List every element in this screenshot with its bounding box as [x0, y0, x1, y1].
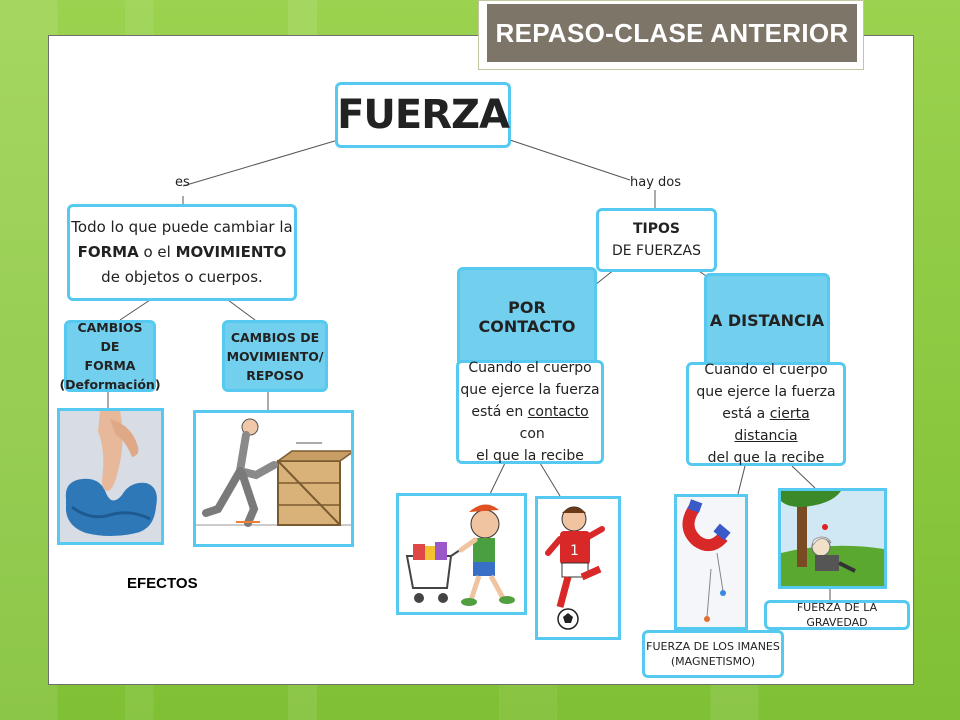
root-concept-text: FUERZA — [337, 92, 510, 138]
magnet-caption-box: FUERZA DE LOS IMANES (MAGNETISMO) — [642, 630, 784, 678]
contact-line-2: que ejerce la fuerza — [460, 382, 600, 398]
distance-line-3: está a cierta distancia — [689, 403, 843, 447]
effects-label: EFECTOS — [127, 575, 198, 592]
contact-line-3: está en contacto con — [459, 401, 601, 445]
contact-title: POR CONTACTO — [478, 298, 576, 336]
effect-shape-box: CAMBIOS DE FORMA (Deformación) — [59, 320, 161, 392]
effect-motion-line-3: REPOSO — [246, 367, 304, 383]
gravity-apple-tree-illustration — [781, 491, 884, 586]
link-label-hay-dos: hay dos — [630, 175, 682, 190]
effect-shape-line-2: FORMA — [84, 358, 136, 373]
gravity-caption-box: FUERZA DE LA GRAVEDAD — [764, 600, 910, 630]
cart-push-illustration — [399, 496, 524, 612]
distance-line-3-pre: está a — [722, 406, 770, 422]
magnet-illustration — [677, 497, 745, 627]
contact-line-4: el que la recibe — [476, 448, 584, 464]
distance-box: A DISTANCIA — [704, 273, 830, 367]
football-kick-image: 1 — [535, 496, 621, 640]
definition-forma: FORMA — [77, 243, 139, 261]
distance-description-box: Cuando el cuerpo que ejerce la fuerza es… — [686, 362, 846, 466]
pushing-crate-illustration — [196, 413, 351, 544]
distance-title: A DISTANCIA — [709, 310, 825, 330]
contact-description-box: Cuando el cuerpo que ejerce la fuerza es… — [456, 360, 604, 464]
distance-line-1: Cuando el cuerpo — [704, 362, 828, 378]
football-kick-illustration: 1 — [538, 499, 618, 637]
types-box: TIPOS DE FUERZAS — [596, 208, 717, 272]
root-concept-box: FUERZA — [335, 82, 511, 148]
sponge-deformation-image — [57, 408, 164, 545]
gravity-caption-text: FUERZA DE LA GRAVEDAD — [796, 601, 878, 629]
cart-push-image — [396, 493, 527, 615]
distance-line-3-underlined: cierta distancia — [734, 406, 810, 444]
magnet-caption-line-2: (MAGNETISMO) — [670, 655, 756, 668]
effect-motion-line-1: CAMBIOS DE — [230, 329, 320, 345]
contact-line-3-underlined: contacto — [527, 404, 589, 420]
gravity-apple-tree-image — [778, 488, 887, 589]
contact-line-3-pre: está en — [471, 404, 528, 420]
pushing-crate-image — [193, 410, 354, 547]
slide-title: REPASO-CLASE ANTERIOR — [487, 4, 857, 62]
effect-motion-box: CAMBIOS DE MOVIMIENTO/ REPOSO — [222, 320, 328, 392]
contact-line-3-post: con — [515, 426, 545, 442]
types-line-2: DE FUERZAS — [611, 243, 701, 259]
distance-line-4: del que la recibe — [707, 450, 825, 466]
definition-line-2: FORMA o el MOVIMIENTO — [78, 240, 287, 265]
definition-line-1: Todo lo que puede cambiar la — [71, 218, 293, 236]
svg-text:1: 1 — [570, 543, 579, 559]
sponge-finger-illustration — [60, 411, 161, 542]
definition-movimiento: MOVIMIENTO — [175, 243, 287, 261]
definition-o-el: o el — [138, 243, 176, 261]
distance-line-2: que ejerce la fuerza — [696, 384, 836, 400]
definition-line-3: de objetos o cuerpos. — [101, 268, 263, 286]
contact-box: POR CONTACTO — [457, 267, 597, 367]
effect-shape-line-1: CAMBIOS DE — [77, 320, 143, 354]
definition-box: Todo lo que puede cambiar la FORMA o el … — [67, 204, 297, 301]
magnet-image — [674, 494, 748, 630]
effect-shape-line-3: (Deformación) — [59, 377, 161, 392]
types-line-1: TIPOS — [632, 221, 680, 237]
magnet-caption-line-1: FUERZA DE LOS IMANES — [646, 640, 780, 653]
contact-line-1: Cuando el cuerpo — [468, 360, 592, 376]
effect-motion-line-2: MOVIMIENTO/ — [226, 348, 324, 364]
link-label-es: es — [175, 175, 190, 190]
